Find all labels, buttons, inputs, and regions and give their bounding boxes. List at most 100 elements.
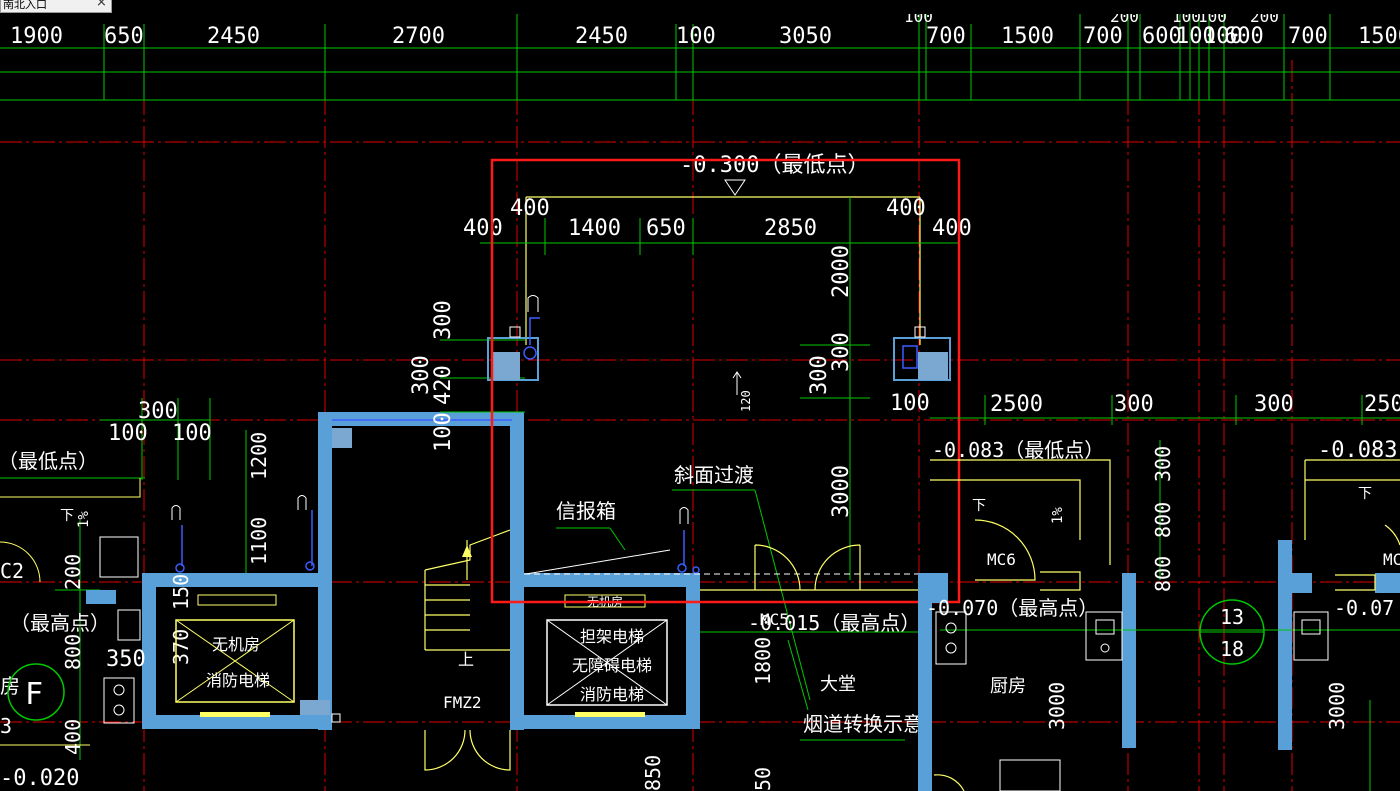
dim-text: 300 (807, 355, 832, 395)
dim-text: 100 (431, 412, 456, 452)
outlined-area: -0.300（最低点） 400 400 400 1400 650 2850 40… (171, 153, 972, 701)
dim-text: 850 (641, 755, 665, 791)
elevator-label: 消防电梯 (580, 685, 644, 704)
slope-text: 120 (739, 390, 753, 412)
dim-text: 3000 (829, 465, 854, 518)
dim-text: 400 (886, 196, 926, 221)
dim-text: 300 (1151, 446, 1175, 482)
dim-text: 2850 (764, 216, 817, 241)
dim-text: 3 (0, 714, 12, 738)
arrow-label: 下 (1358, 486, 1372, 502)
center-area: 上 FMZ2 (331, 529, 511, 771)
left-elevator: 无机房 消防电梯 (175, 594, 295, 717)
elevator-label: 无机房 (212, 635, 260, 654)
lobby-area: MC5 -0.015（最高点） 1800 50 850 大堂 烟道转换示意 (641, 610, 923, 791)
elevator-label: 无障碍电梯 (572, 656, 652, 675)
stair-up-label: 上 (458, 650, 474, 669)
dim-text: 600 (1224, 24, 1264, 49)
door-label: MC (1383, 550, 1400, 569)
dim-text: 100 (1203, 24, 1243, 49)
dim-text: 800 (61, 634, 85, 670)
level-low-left: （最低点） (0, 449, 98, 473)
arrow-label: 下 (972, 498, 986, 514)
slope-transition-label: 斜面过渡 (674, 463, 754, 487)
dim-text: 350 (106, 647, 146, 672)
dim-text: 300 (829, 332, 854, 372)
highlight-rectangle (490, 158, 961, 604)
dim-text: 2700 (392, 24, 445, 49)
elevator-label: 消防电梯 (206, 671, 270, 690)
dim-text: 1100 (247, 517, 271, 565)
dim-text: 200 (1250, 14, 1279, 26)
dim-text: 1200 (247, 432, 271, 480)
dim-text: 400 (463, 216, 503, 241)
dim-text: 3000 (1045, 682, 1069, 730)
close-icon[interactable]: × (96, 0, 107, 10)
dim-text: 370 (169, 629, 193, 665)
axis-label-F: F (25, 677, 43, 712)
door-label: MC6 (987, 550, 1016, 569)
elevator-label: 担架电梯 (580, 627, 644, 646)
slope-text: 1% (1050, 507, 1066, 524)
dim-text: 1500 (1001, 24, 1054, 49)
dim-text: 100 (904, 14, 933, 26)
dim-text: 300 (1114, 392, 1154, 417)
arrow-label: 下 (60, 508, 74, 524)
dim-text: 100 (108, 421, 148, 446)
axis-label-top: 13 (1220, 605, 1244, 629)
dim-text: 200 (61, 554, 85, 590)
door-label: C2 (0, 559, 24, 583)
mailbox-label: 信报箱 (556, 499, 616, 523)
level-label: -0.070（最高点） (926, 596, 1098, 620)
door-label: MC5 (760, 610, 789, 629)
dim-text: 800 (1151, 502, 1175, 538)
column-right (893, 326, 951, 381)
dim-text: 1800 (751, 637, 775, 685)
dim-text: 300 (431, 300, 456, 340)
top-dimension-texts: 1900 650 2450 2700 2450 100 3050 100 700… (10, 14, 1400, 49)
dim-text: 700 (1083, 24, 1123, 49)
dim-text: 100 (676, 24, 716, 49)
dim-text: 3050 (779, 24, 832, 49)
dim-text: 300 (409, 355, 434, 395)
dim-text: 600 (1142, 24, 1182, 49)
top-dimension-lines (0, 14, 1400, 101)
dim-text: 700 (1288, 24, 1328, 49)
level-high-left: （最高点） (10, 611, 110, 635)
dim-text: 250 (1364, 392, 1400, 417)
room-label: 房 (0, 674, 20, 698)
level-label: -0.07 (1334, 596, 1394, 620)
dim-text: 200 (1110, 14, 1139, 26)
dim-text: 100 (1198, 14, 1227, 26)
dim-text: 1500 (1358, 24, 1400, 49)
door-label: FMZ2 (443, 693, 482, 712)
room-label-lobby: 大堂 (820, 674, 856, 695)
dim-text: 1900 (10, 24, 63, 49)
dim-text: 400 (510, 196, 550, 221)
slope-text: 1% (76, 511, 92, 528)
dim-text: 150 (169, 574, 193, 610)
dim-text: 100 (172, 421, 212, 446)
dim-text: 3000 (1325, 682, 1349, 730)
dim-text: 100 (1172, 14, 1201, 26)
dim-text: 800 (1151, 556, 1175, 592)
dim-text: 2450 (575, 24, 628, 49)
dim-text: 2500 (990, 392, 1043, 417)
dim-text: 50 (751, 767, 775, 791)
dim-text: 400 (61, 719, 85, 755)
dim-text: 650 (104, 24, 144, 49)
dim-text: 420 (431, 365, 456, 405)
flue-note: 烟道转换示意 (803, 712, 923, 736)
document-tab-label: 南北入口 (3, 0, 47, 11)
document-tab[interactable]: 南北入口 × (0, 0, 112, 13)
axis-label-bottom: 18 (1220, 637, 1244, 661)
dim-text: 100 (1176, 24, 1216, 49)
level-label: -0.300（最低点） (680, 153, 869, 178)
level-bottom-left: -0.020 (0, 766, 79, 791)
room-label-kitchen: 厨房 (990, 676, 1026, 697)
document-tab-bar: 南北入口 × (0, 0, 1400, 14)
cad-drawing-canvas[interactable]: 1900 650 2450 2700 2450 100 3050 100 700… (0, 14, 1400, 791)
dim-text: 100 (890, 391, 930, 416)
dim-text: 2000 (829, 245, 854, 298)
left-area: 300 100 100 （最低点） （最高点） C2 房 3 -0.020 下 … (0, 398, 524, 791)
